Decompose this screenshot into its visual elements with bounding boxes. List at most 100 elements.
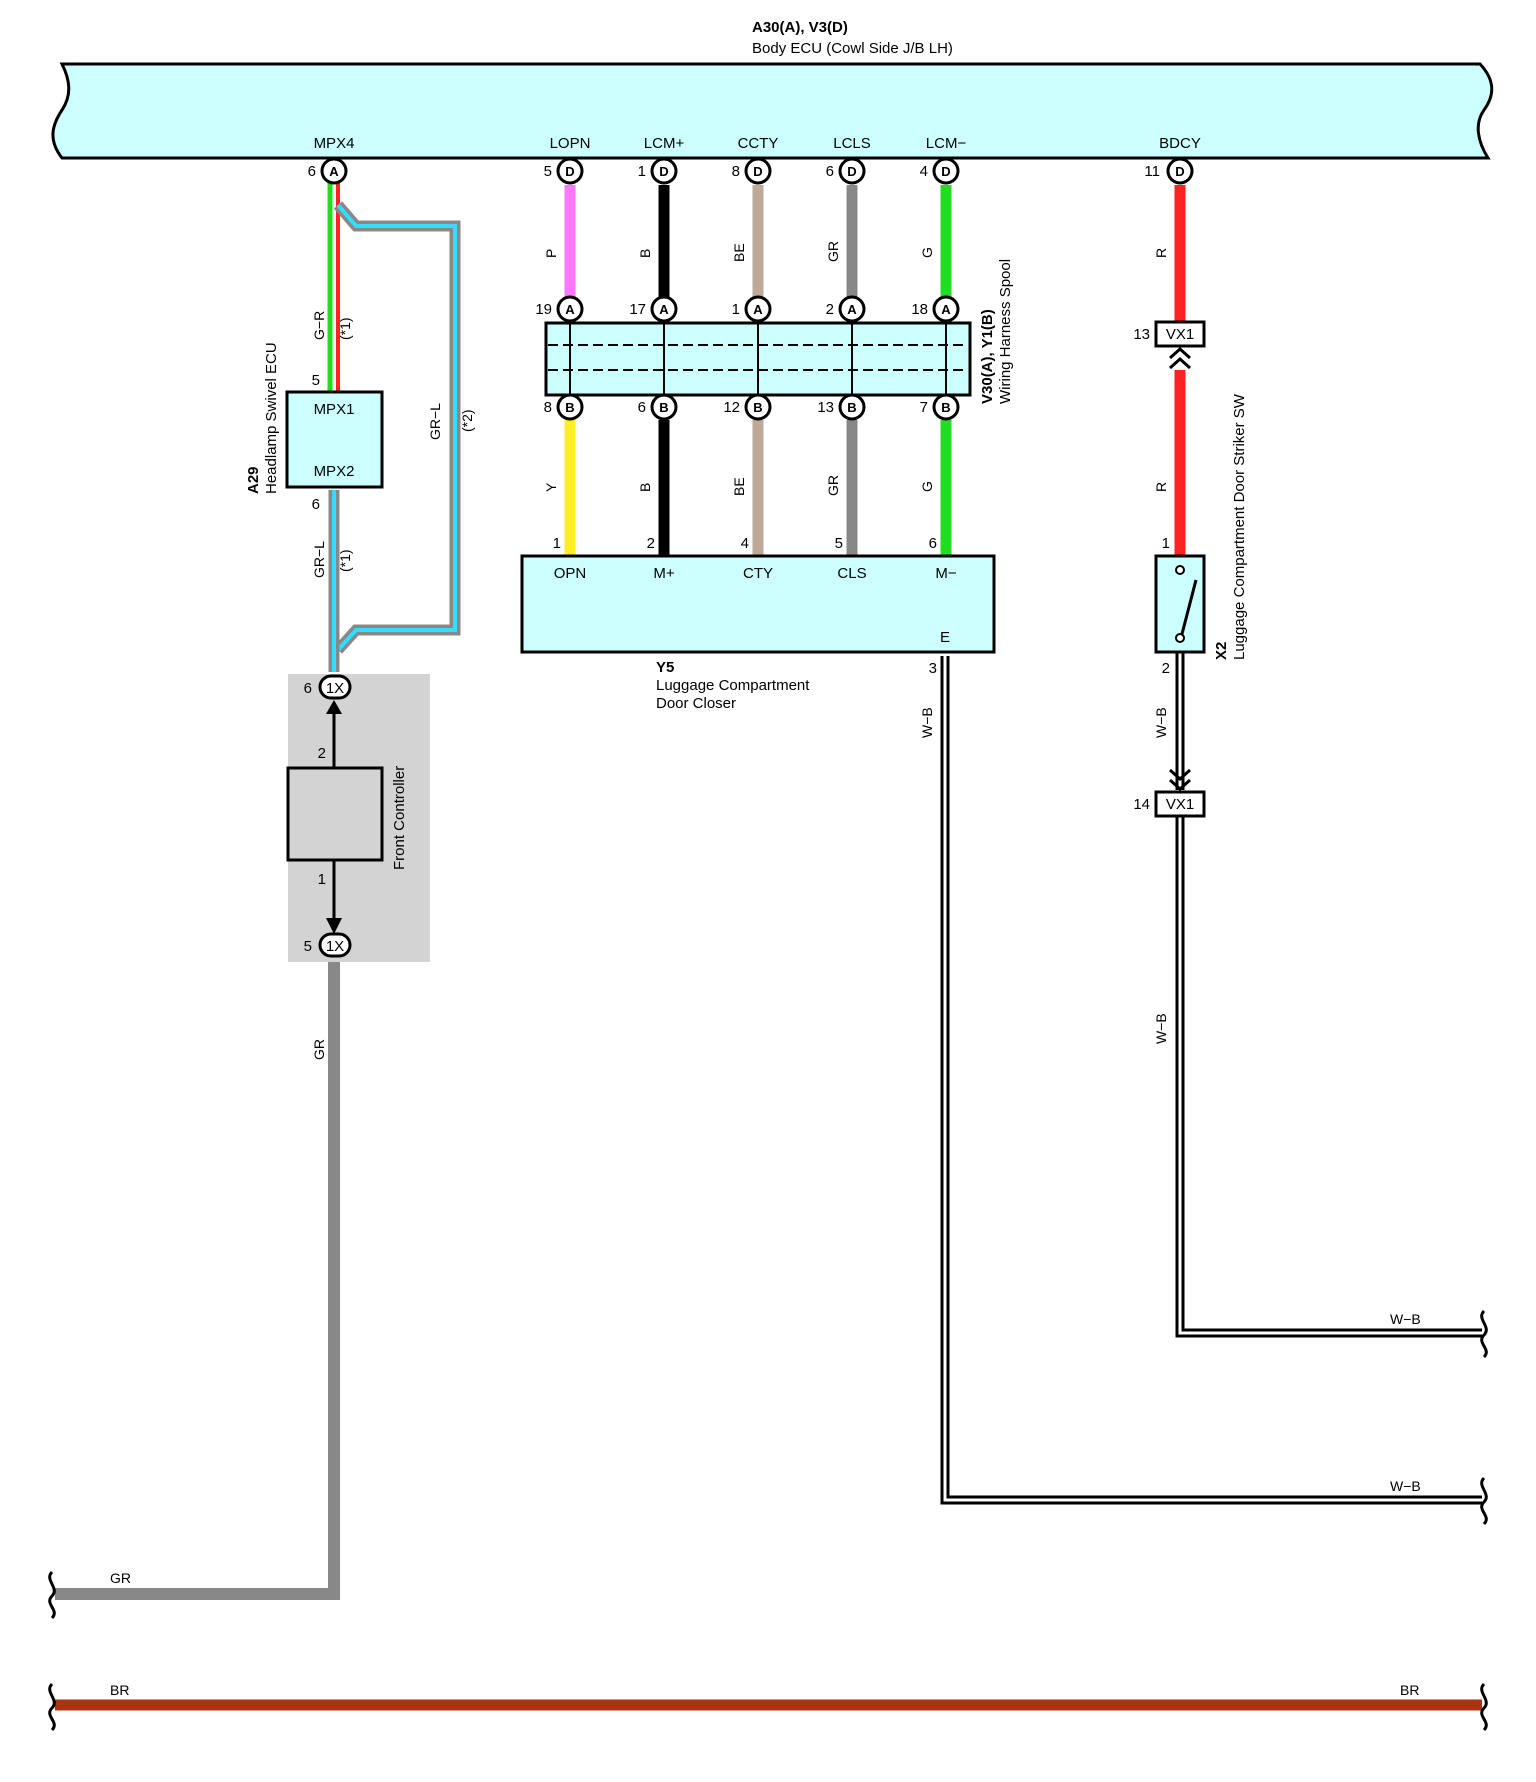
vx1-bot-box <box>1154 790 1206 818</box>
label-y: Y <box>543 482 559 492</box>
striker-sw-blade <box>1180 579 1198 635</box>
label-wb-x2: W−B <box>1153 707 1169 738</box>
svg-text:D: D <box>753 164 762 179</box>
front-controller-name: Front Controller <box>391 766 408 870</box>
wire-wb-right2-inner <box>943 656 1482 1502</box>
vx1-top-pin: 13 <box>1133 326 1150 343</box>
closer-pin-2: 2 <box>647 535 655 552</box>
wires <box>55 180 1482 1711</box>
ecu-term-ccty: CCTY <box>738 135 779 152</box>
svg-text:1: 1 <box>732 301 740 318</box>
conn-1x-bot-pin: 5 <box>304 938 312 955</box>
connectors: A 6 D 5 D 1 D 8 D 6 D 4 D <box>308 157 1194 421</box>
label-b-1: B <box>637 249 653 258</box>
closer-name-1: Luggage Compartment <box>656 677 810 694</box>
closer-term-mp: M+ <box>653 565 674 582</box>
svg-text:B: B <box>941 400 950 415</box>
label-br-right: BR <box>1400 1682 1419 1698</box>
svg-text:D: D <box>659 164 668 179</box>
wire-wb-right1-inner <box>1178 817 1482 1335</box>
closer-pin-5: 5 <box>835 535 843 552</box>
break-wb-right2 <box>1480 1476 1488 1526</box>
striker-sw-code: X2 <box>1213 642 1230 660</box>
vx1-bot-label: VX1 <box>1166 796 1194 813</box>
headlamp-ecu-term-in: MPX1 <box>314 401 355 418</box>
label-gr-l-bypass: GR−L <box>427 403 443 440</box>
closer-pin-4: 4 <box>741 535 749 552</box>
ecu-term-lcmm: LCM− <box>926 135 967 152</box>
closer-name-2: Door Closer <box>656 695 736 712</box>
body-ecu: A30(A), V3(D) Body ECU (Cowl Side J/B LH… <box>51 19 1494 160</box>
conn-spool-top-4: A 2 <box>826 295 866 323</box>
svg-text:6: 6 <box>308 163 316 180</box>
conn-1x-top <box>318 674 352 700</box>
label-wb-x2-low: W−B <box>1153 1013 1169 1044</box>
label-br-left: BR <box>110 1682 129 1698</box>
conn-ecu-lcmm: D 4 <box>920 157 960 185</box>
headlamp-ecu-box <box>285 390 384 489</box>
closer-pin-6: 6 <box>929 535 937 552</box>
vx1-top-box <box>1154 320 1206 348</box>
svg-text:19: 19 <box>535 301 552 318</box>
label-p: P <box>543 249 559 258</box>
conn-spool-bot-4: B 13 <box>817 393 866 421</box>
break-gr-left <box>48 1570 56 1620</box>
spool-code: V30(A), Y1(B) <box>979 309 996 404</box>
headlamp-ecu-code: A29 <box>245 466 262 494</box>
vx1-bot-pin: 14 <box>1133 796 1150 813</box>
wire-wb-right2-outer <box>940 656 1482 1505</box>
door-closer-box <box>520 554 996 654</box>
conn-1x-top-label: 1X <box>326 680 344 697</box>
ecu-term-lcmp: LCM+ <box>644 135 685 152</box>
body-ecu-box <box>51 62 1494 160</box>
svg-text:18: 18 <box>911 301 928 318</box>
label-be-1: BE <box>731 243 747 262</box>
closer-term-e: E <box>940 629 950 646</box>
label-g-r: G−R <box>311 311 327 340</box>
closer-pin-1: 1 <box>553 535 561 552</box>
label-note-1a: (*1) <box>337 317 353 340</box>
svg-text:A: A <box>329 164 339 179</box>
spool-name: Wiring Harness Spool <box>997 259 1014 404</box>
svg-text:12: 12 <box>723 399 740 416</box>
closer-code: Y5 <box>656 659 674 676</box>
striker-sw-pin-1: 1 <box>1162 535 1170 552</box>
striker-sw-contact-top <box>1175 565 1185 575</box>
svg-text:D: D <box>941 164 950 179</box>
closer-term-cls: CLS <box>837 565 866 582</box>
label-note-2: (*2) <box>459 409 475 432</box>
svg-text:A: A <box>941 302 951 317</box>
label-r-1: R <box>1153 248 1169 258</box>
conn-spool-top-5: A 18 <box>911 295 960 323</box>
headlamp-swivel-ecu: MPX1 MPX2 5 6 A29 Headlamp Swivel ECU <box>245 342 384 513</box>
svg-text:6: 6 <box>638 399 646 416</box>
svg-text:B: B <box>753 400 762 415</box>
conn-ecu-lopn: D 5 <box>544 157 584 185</box>
label-gr-2: GR <box>825 475 841 496</box>
break-br-right <box>1480 1682 1488 1732</box>
conn-spool-top-3: A 1 <box>732 295 772 323</box>
svg-text:A: A <box>659 302 669 317</box>
body-ecu-name: Body ECU (Cowl Side J/B LH) <box>752 40 953 57</box>
closer-pin-3: 3 <box>929 660 937 677</box>
svg-text:17: 17 <box>629 301 646 318</box>
svg-text:1: 1 <box>638 163 646 180</box>
door-closer: OPN M+ CTY CLS M− E 1 2 4 5 6 3 Y5 Lugga… <box>520 535 996 712</box>
label-b-2: B <box>637 483 653 492</box>
striker-switch: VX1 13 1 2 X2 Luggage Compartment Door S… <box>1133 320 1248 818</box>
conn-ecu-ccty: D 8 <box>732 157 772 185</box>
ecu-term-mpx4: MPX4 <box>314 135 355 152</box>
svg-text:8: 8 <box>544 399 552 416</box>
svg-text:13: 13 <box>817 399 834 416</box>
label-wb-right2: W−B <box>1390 1478 1421 1494</box>
label-note-1b: (*1) <box>337 549 353 572</box>
svg-text:B: B <box>565 400 574 415</box>
closer-term-mm: M− <box>935 565 956 582</box>
svg-text:6: 6 <box>826 163 834 180</box>
headlamp-ecu-pin-in: 5 <box>312 372 320 389</box>
label-gr-l-left: GR−L <box>311 541 327 578</box>
vx1-top-chevron <box>1168 346 1192 370</box>
wire-wb-right1-outer <box>1175 817 1482 1338</box>
wire-bypass-gr-l-inner <box>336 203 457 652</box>
